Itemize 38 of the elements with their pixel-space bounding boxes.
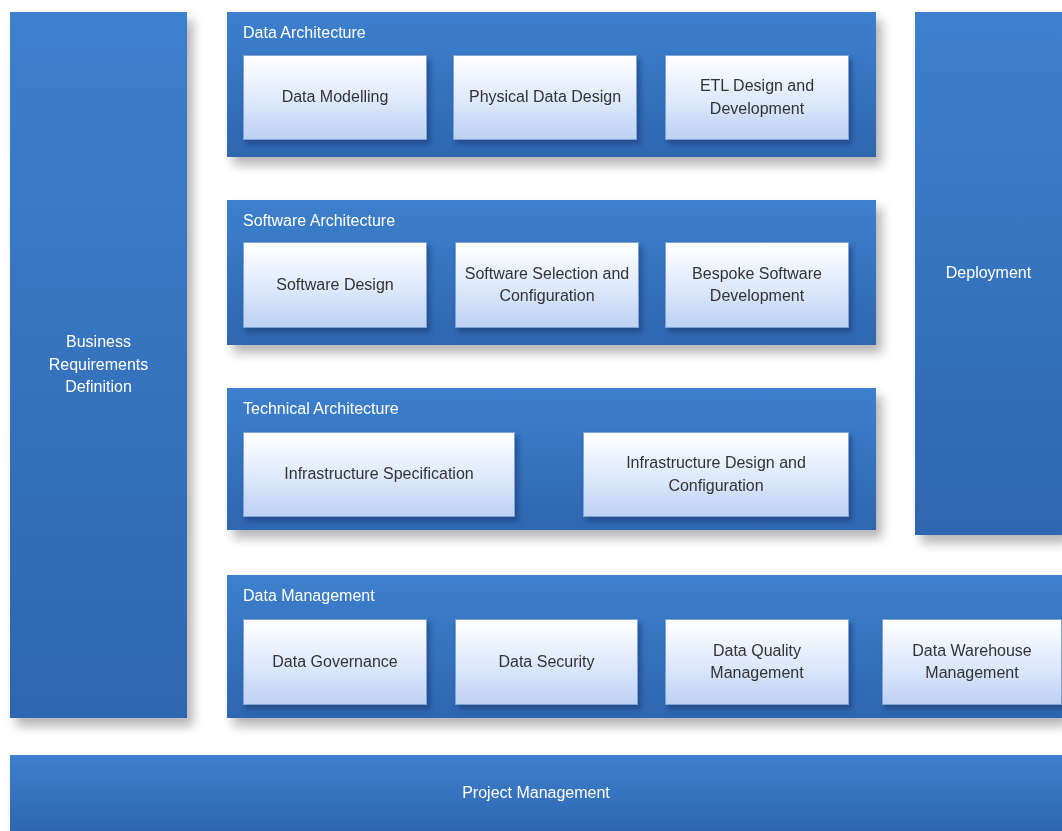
process-box [583, 432, 849, 517]
process-box [665, 55, 849, 140]
box-label: Data Warehouse Management [911, 640, 1033, 683]
process-box [915, 12, 1062, 535]
process-box [455, 242, 639, 328]
box-label: Software Design [276, 274, 394, 295]
group-panel [227, 12, 876, 157]
box-label: Infrastructure Specification [284, 464, 474, 485]
panel-heading: Data Management [243, 586, 375, 606]
process-box [665, 619, 849, 705]
panel-heading: Technical Architecture [243, 399, 399, 419]
box-label: Deployment [945, 263, 1032, 284]
box-label: Data Governance [272, 651, 398, 672]
box-label: Data Modelling [281, 87, 389, 108]
group-panel [227, 575, 1062, 718]
box-label: Software Selection and Configuration [464, 263, 630, 306]
process-box [455, 619, 638, 705]
panel-heading: Data Architecture [243, 23, 366, 43]
box-label: Data Security [498, 651, 595, 672]
box-label: Data Quality Management [709, 640, 805, 683]
box-label: Infrastructure Design and Configuration [625, 453, 807, 496]
process-box [882, 619, 1062, 705]
process-box [243, 55, 427, 140]
group-panel [227, 200, 876, 345]
process-box [10, 12, 187, 718]
process-box [665, 242, 849, 328]
box-label: Business Requirements Definition [47, 332, 150, 398]
process-box [10, 755, 1062, 831]
box-label: ETL Design and Development [698, 76, 816, 119]
process-box [243, 619, 427, 705]
process-box [243, 242, 427, 328]
box-label: Physical Data Design [468, 87, 622, 108]
process-box [453, 55, 637, 140]
box-label: Bespoke Software Development [691, 263, 823, 306]
panel-heading: Software Architecture [243, 211, 396, 231]
box-label: Project Management [462, 782, 610, 803]
group-panel [227, 388, 876, 530]
process-box [243, 432, 515, 517]
